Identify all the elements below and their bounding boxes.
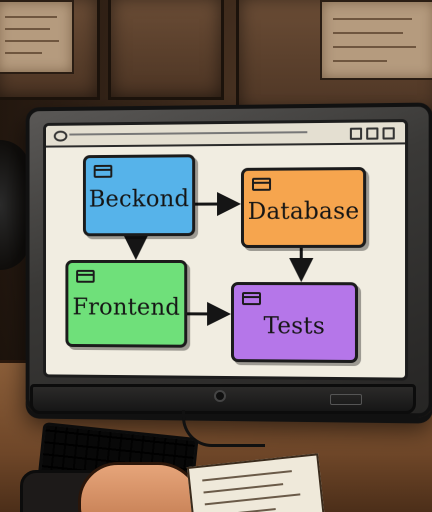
wall-paper-note-right — [320, 0, 432, 80]
browser-menu-icon[interactable] — [53, 130, 68, 142]
node-database[interactable]: Database — [240, 166, 367, 248]
node-database-label: Database — [247, 198, 360, 225]
cable — [182, 410, 265, 447]
node-tests-label: Tests — [263, 313, 326, 340]
monitor-screen: Beckond Database Frontend Tests — [43, 119, 408, 381]
window-icon — [93, 164, 113, 178]
wall-paper-note-left — [0, 0, 74, 74]
node-frontend-label: Frontend — [72, 294, 181, 321]
node-frontend[interactable]: Frontend — [65, 260, 188, 348]
power-button-icon[interactable] — [214, 390, 226, 402]
monitor: Beckond Database Frontend Tests — [26, 103, 432, 418]
monitor-bezel-bottom — [30, 384, 416, 414]
node-tests[interactable]: Tests — [230, 282, 359, 364]
window-icon — [251, 177, 272, 191]
window-icon — [76, 269, 95, 283]
plant-silhouette — [0, 140, 30, 270]
hand — [78, 462, 202, 512]
node-backend-label: Beckond — [88, 186, 190, 213]
node-backend[interactable]: Beckond — [82, 154, 196, 237]
window-icon — [241, 292, 262, 306]
wall-cabinet-center — [108, 0, 224, 100]
browser-bar — [45, 122, 406, 148]
monitor-badge — [330, 394, 362, 405]
window-close-icon[interactable] — [382, 127, 395, 140]
window-minimize-icon[interactable] — [349, 127, 363, 140]
browser-address-line — [69, 131, 308, 136]
window-maximize-icon[interactable] — [366, 127, 379, 140]
